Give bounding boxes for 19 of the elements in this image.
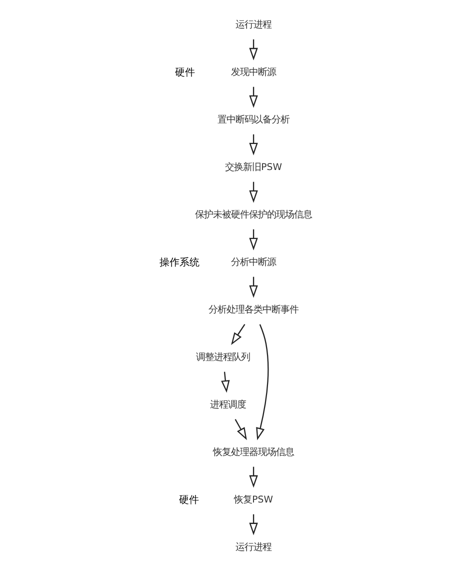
node-text: 恢复PSW [234, 494, 273, 506]
node-text: 分析处理各类中断事件 [208, 304, 299, 316]
node-text: 调整进程队列 [196, 352, 250, 364]
node-text: 进程调度 [210, 400, 246, 411]
node-text: 发现中断源 [231, 67, 276, 78]
label: 硬件 [178, 494, 199, 506]
node-text: 运行进程 [236, 542, 272, 554]
node-text: 运行进程 [236, 20, 272, 31]
label: 操作系统 [160, 257, 200, 268]
node-text: 交换新旧PSW [225, 162, 282, 174]
node-text: 分析中断源 [231, 257, 276, 268]
node-text: 恢复处理器现场信息 [213, 447, 294, 458]
arrow [234, 419, 247, 440]
arrow [221, 372, 230, 393]
node-text: 保护未被硬件保护的现场信息 [195, 210, 312, 221]
node-text: 置中断码以备分析 [218, 114, 290, 126]
arrow [256, 324, 269, 440]
label: 硬件 [175, 67, 196, 78]
arrow [231, 324, 246, 346]
